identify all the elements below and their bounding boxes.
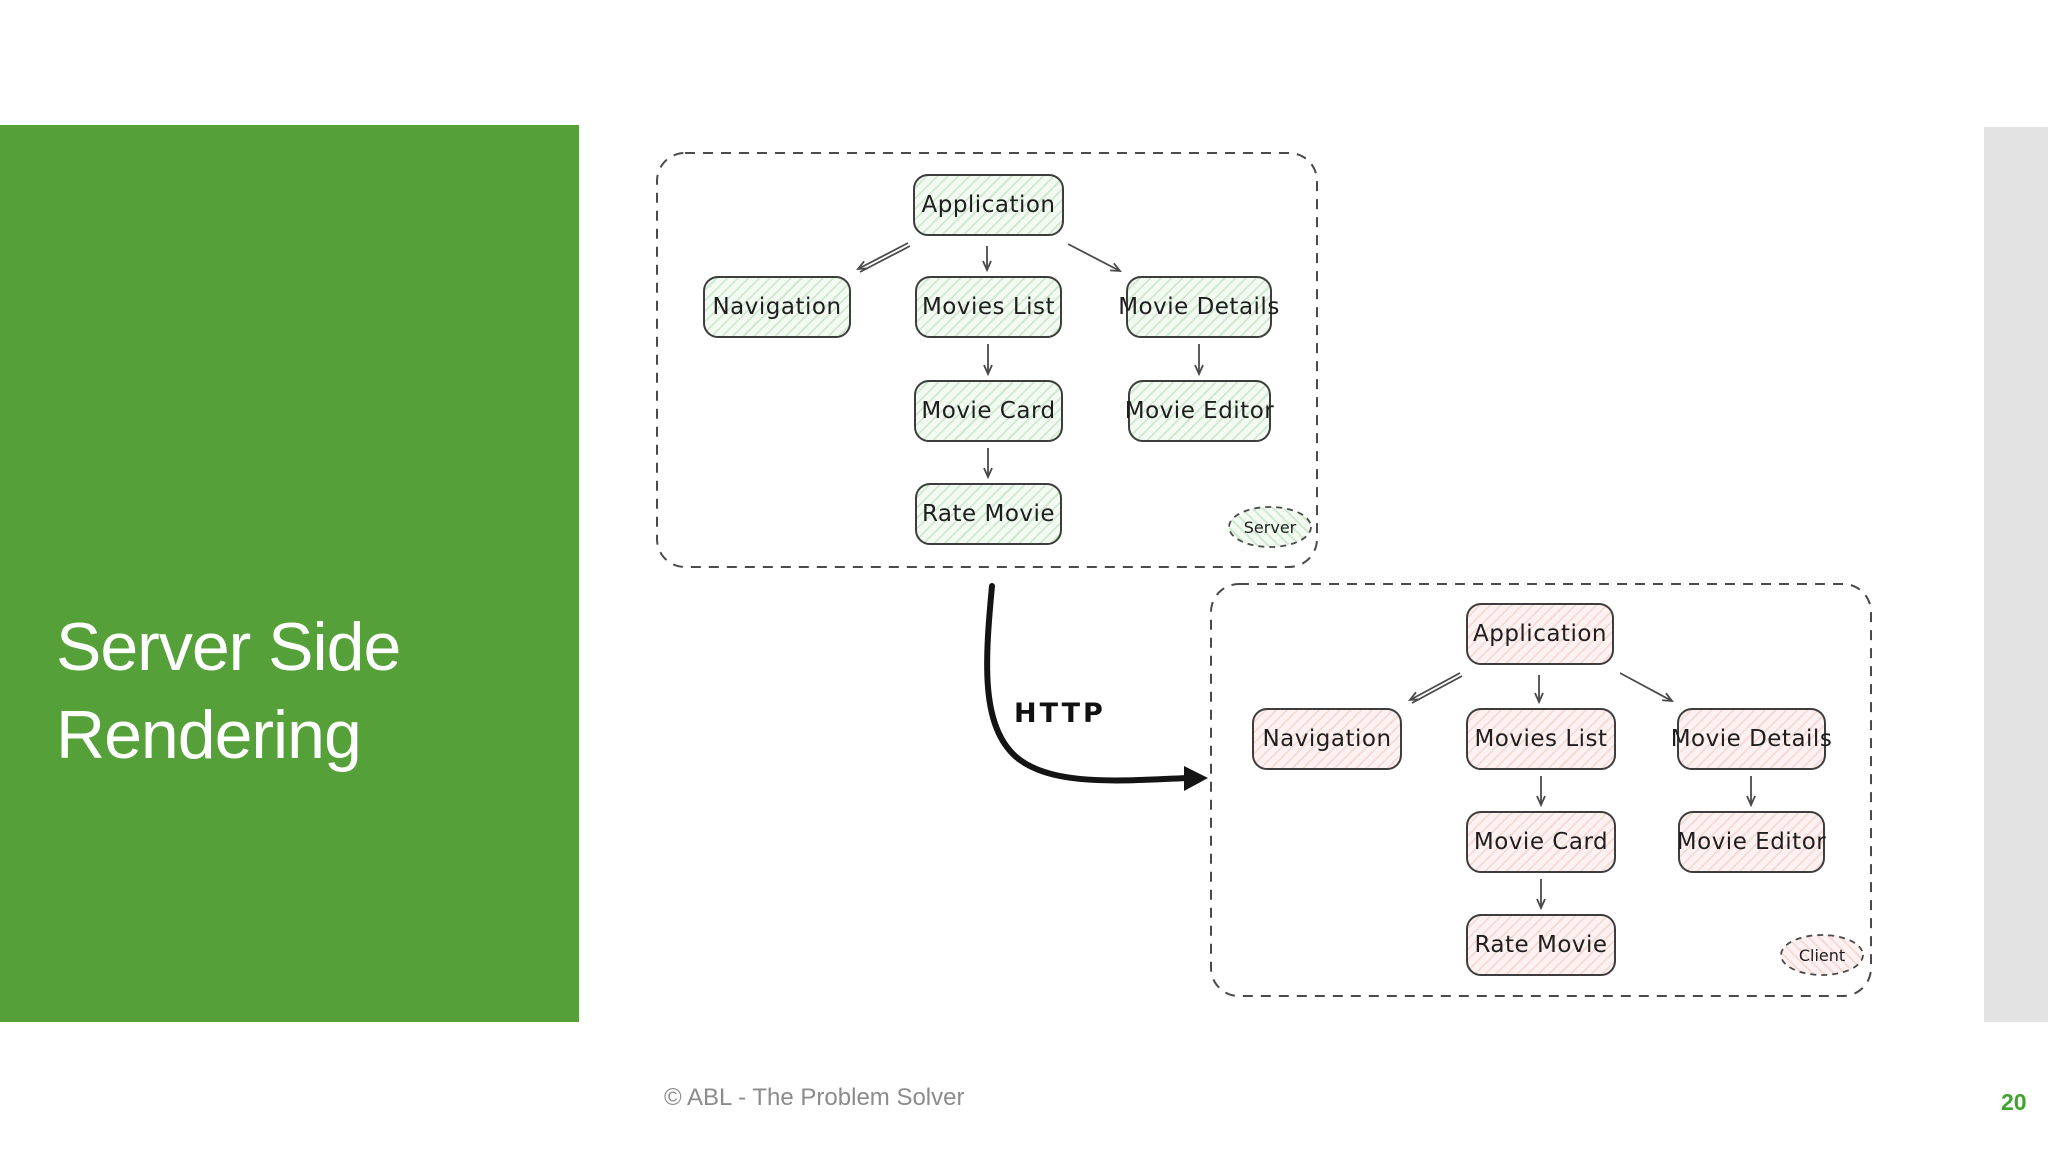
node-label: Movie Card: [1473, 829, 1609, 855]
server-node-rate-movie: Rate Movie: [915, 483, 1062, 545]
page-title: Server Side Rendering: [56, 609, 401, 773]
node-label: Application: [1472, 621, 1607, 647]
node-label: Application: [921, 192, 1056, 218]
node-label: Rate Movie: [1474, 932, 1608, 958]
server-node-movie-details: Movie Details: [1118, 276, 1279, 338]
next-slide-edge: [1984, 127, 2048, 1022]
tag-label: Server: [1243, 517, 1297, 537]
client-node-rate-movie: Rate Movie: [1466, 914, 1616, 976]
client-node-movie-editor: Movie Editor: [1676, 811, 1827, 873]
server-node-movie-editor: Movie Editor: [1124, 380, 1275, 442]
node-label: Movie Details: [1670, 726, 1833, 752]
arrow-app-to-movie-details: [1619, 672, 1674, 703]
http-edge-label: HTTP: [1014, 698, 1106, 729]
tag-label: Client: [1798, 945, 1846, 965]
client-node-navigation: Navigation: [1252, 708, 1402, 770]
http-arrow-curve: [984, 583, 1191, 784]
client-node-application: Application: [1466, 603, 1614, 665]
client-node-movie-card: Movie Card: [1466, 811, 1616, 873]
node-label: Movies List: [921, 294, 1056, 320]
node-label: Movie Editor: [1676, 829, 1827, 855]
server-node-application: Application: [913, 174, 1064, 236]
node-label: Movie Details: [1118, 294, 1280, 320]
arrow-app-to-navigation-sketch: [859, 245, 911, 273]
node-label: Rate Movie: [921, 501, 1056, 527]
page-number: 20: [2001, 1089, 2027, 1115]
client-scope-label: Client: [1781, 935, 1863, 975]
arrow-app-to-navigation: [1408, 672, 1461, 702]
server-node-navigation: Navigation: [703, 276, 851, 338]
client-node-movies-list: Movies List: [1466, 708, 1616, 770]
node-label: Navigation: [712, 294, 842, 320]
node-label: Movies List: [1474, 726, 1608, 752]
node-label: Navigation: [1262, 726, 1392, 752]
http-arrow-head: [1184, 766, 1208, 791]
node-label: Movie Editor: [1124, 398, 1275, 424]
client-node-movie-details: Movie Details: [1671, 708, 1832, 770]
arrow-app-to-navigation: [856, 242, 909, 271]
title-panel: Server Side Rendering: [0, 125, 579, 1022]
arrow-app-to-movie-details: [1067, 243, 1122, 273]
node-label: Movie Card: [921, 398, 1056, 424]
footer-copyright: © ABL - The Problem Solver: [664, 1084, 965, 1111]
server-node-movie-card: Movie Card: [914, 380, 1063, 442]
server-scope-label: Server: [1229, 507, 1311, 547]
arrow-app-to-navigation-sketch: [1411, 675, 1463, 704]
server-node-movies-list: Movies List: [915, 276, 1062, 338]
http-arrow: [984, 583, 1208, 791]
